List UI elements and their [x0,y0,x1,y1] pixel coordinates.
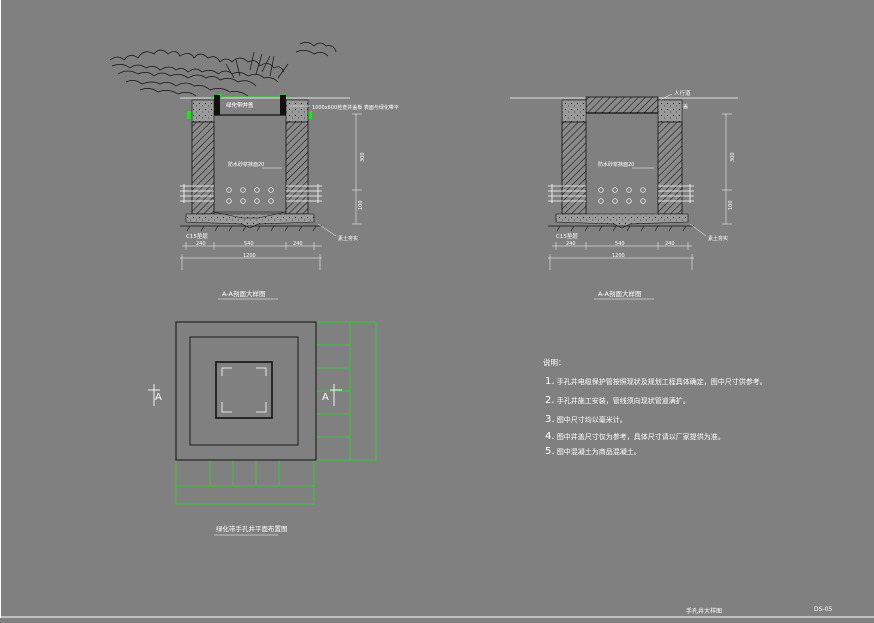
collar-left [561,99,587,123]
cut-label-right: A [322,392,329,403]
label-cover-note: 1000x600检查井盖板 表面与绿化带平 [312,104,399,111]
note-text: 图中尺寸均以毫米计。 [556,416,627,424]
cut-marker-left [148,384,160,406]
plan-title: 绿化带手孔井平面布置图 [216,524,288,533]
base-sump [213,211,287,219]
dim-total: 1200 [243,253,256,259]
note-text: 图中混凝土为商品混凝土。 [556,448,641,456]
collar-right [657,99,683,123]
section-right: 人行道 铸铁井盖 防水砂浆抹面20 C15垫层 素土夯实 [510,89,738,300]
note-item: 1. 手孔井电缆保护管按照现状及规划工程具体确定，图中尺寸供参考。 [545,377,767,387]
note-text: 手孔井电缆保护管按照现状及规划工程具体确定，图中尺寸供参考。 [556,378,767,386]
note-number: 3. [545,414,555,425]
notes-heading: 说明： [543,358,566,367]
plan-cover-inner [221,367,267,413]
dim-height-lower: 100 [358,200,364,210]
label-cover: 绿化带井盖 [226,101,254,109]
soil-ticks [186,225,317,232]
conduit-holes [598,187,646,204]
soil-ticks [556,225,687,232]
cover-slab [585,96,659,114]
leader-base [317,223,337,237]
cover-dark-right [280,95,286,115]
conduit-bands [180,184,322,203]
label-inner: 防水砂浆抹面20 [598,161,634,168]
note-item: 2. 手孔井施工安装，管线须向现状管道满扩。 [545,396,690,406]
cut-marker-right [330,384,342,406]
dim-right-wall: 240 [665,241,675,247]
dim-inner: 540 [615,241,625,247]
note-number: 1. [545,376,555,387]
cut-label-left: A [155,392,162,403]
label-base: 素土夯实 [708,235,728,242]
wall-right [285,121,309,215]
plan-outer [175,321,317,461]
collar-left [191,99,215,123]
wall-right [657,121,683,215]
dimension-right [722,113,732,225]
dim-left-wall: 240 [566,241,576,247]
note-item: 3. 图中尺寸均以毫米计。 [545,415,627,425]
section-left: 绿化带井盖 1000x600检查井盖板 表面与绿化带平 防水砂浆抹面20 C15… [109,42,399,300]
green-grid-bottom [175,459,315,505]
section-left-title: A-A剖面大样图 [222,289,265,298]
note-number: 2. [545,395,555,406]
note-number: 5. [545,446,555,457]
frame-marker [187,111,193,119]
wall-left [561,121,587,215]
note-item: 4. 图中井盖尺寸仅为参考，具体尺寸请以厂家提供为准。 [545,432,725,442]
dim-height-lower: 100 [728,200,734,210]
frame-marker [306,111,312,119]
footer-sheet: DS-05 [814,606,833,613]
dim-total: 1200 [612,253,625,259]
note-item: 5. 图中混凝土为商品混凝土。 [545,447,641,457]
conduit-holes [226,187,274,204]
label-pavement: 人行道 [674,89,691,97]
leader-pavement [659,93,673,101]
plan-cover-outer [215,361,273,419]
vegetation-icon [109,42,337,97]
dimension-bottom [180,242,322,270]
plan-view: A A 绿化带手孔井平面布置图 [148,321,377,536]
dim-left-wall: 240 [196,241,206,247]
note-number: 4. [545,431,555,442]
wall-left [191,121,215,215]
cover-dark-left [214,95,220,115]
label-inner: 防水砂浆抹面20 [228,161,264,168]
plan-inner [189,336,299,446]
footer-title: 手孔井大样图 [686,608,723,615]
conduit-bands [548,184,694,203]
dim-height-upper: 300 [360,152,366,162]
section-right-title: A-A剖面大样图 [598,289,641,298]
dim-right-wall: 240 [293,241,303,247]
dim-inner: 540 [244,241,254,247]
label-concrete: C15垫层 [556,232,578,240]
note-text: 图中井盖尺寸仅为参考，具体尺寸请以厂家提供为准。 [556,433,725,441]
label-base: 素土夯实 [338,235,358,242]
label-concrete: C15垫层 [186,232,208,240]
collar-right [285,99,309,123]
dim-height-upper: 300 [730,152,736,162]
green-grid-right [315,321,377,461]
note-text: 手孔井施工安装，管线须向现状管道满扩。 [556,397,690,405]
leader-base [689,223,707,237]
dimension-right [352,113,362,225]
dimension-bottom [548,242,694,270]
